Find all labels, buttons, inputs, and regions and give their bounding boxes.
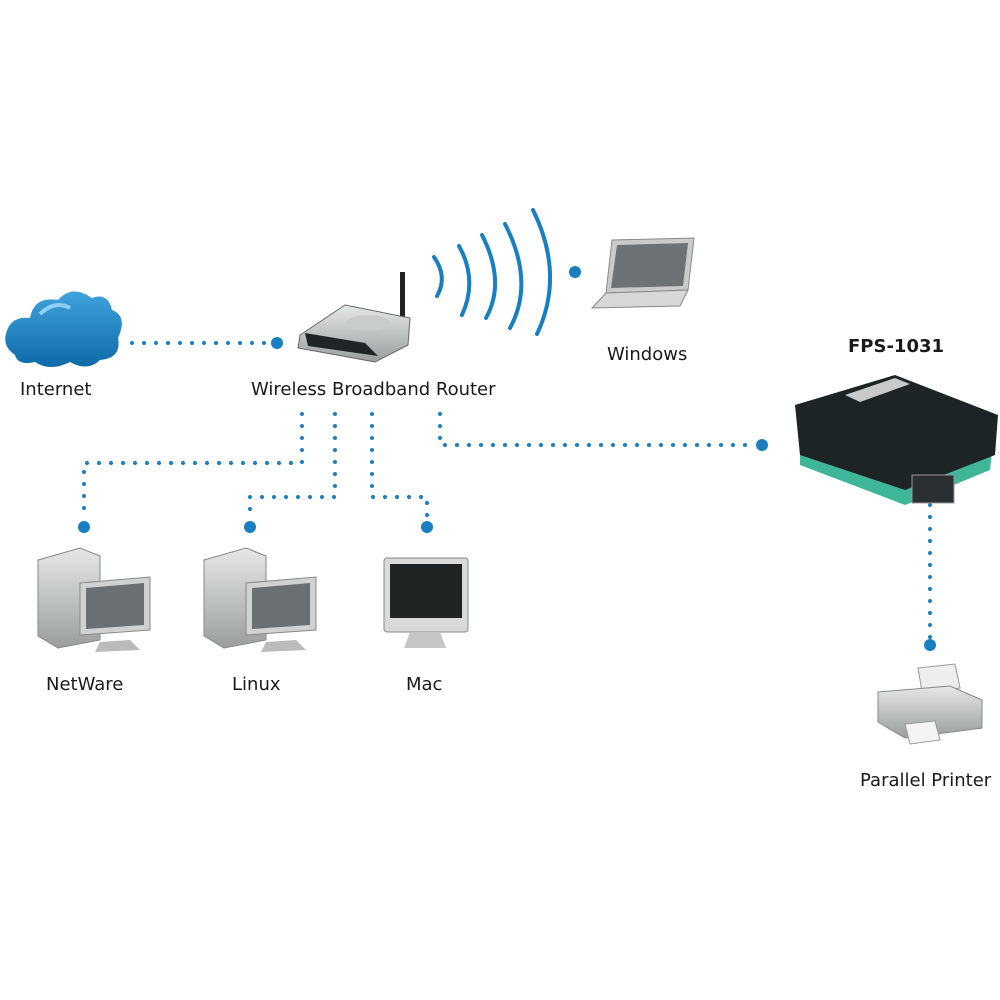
label-printer: Parallel Printer [860,770,992,791]
link-endpoints [78,266,936,651]
label-netware: NetWare [46,674,124,695]
label-router: Wireless Broadband Router [251,379,496,400]
label-print-server: FPS-1031 [848,336,945,357]
link-router-mac [370,412,429,522]
desktop-pc-icon-linux [203,547,317,652]
connection-links [82,341,932,640]
label-windows: Windows [607,344,688,365]
link-router-netware [82,412,304,522]
printer-icon [877,663,983,745]
label-linux: Linux [232,674,281,695]
laptop-icon [590,237,695,309]
label-internet: Internet [20,379,92,400]
wifi-waves-icon [432,208,552,336]
cloud-icon [5,291,122,367]
label-mac: Mac [406,674,443,695]
imac-icon [383,557,469,648]
wireless-router-icon [297,272,411,363]
link-router-linux [248,412,337,522]
desktop-pc-icon-netware [37,547,151,652]
link-router-printserver [438,412,757,447]
print-server-icon [795,375,998,505]
